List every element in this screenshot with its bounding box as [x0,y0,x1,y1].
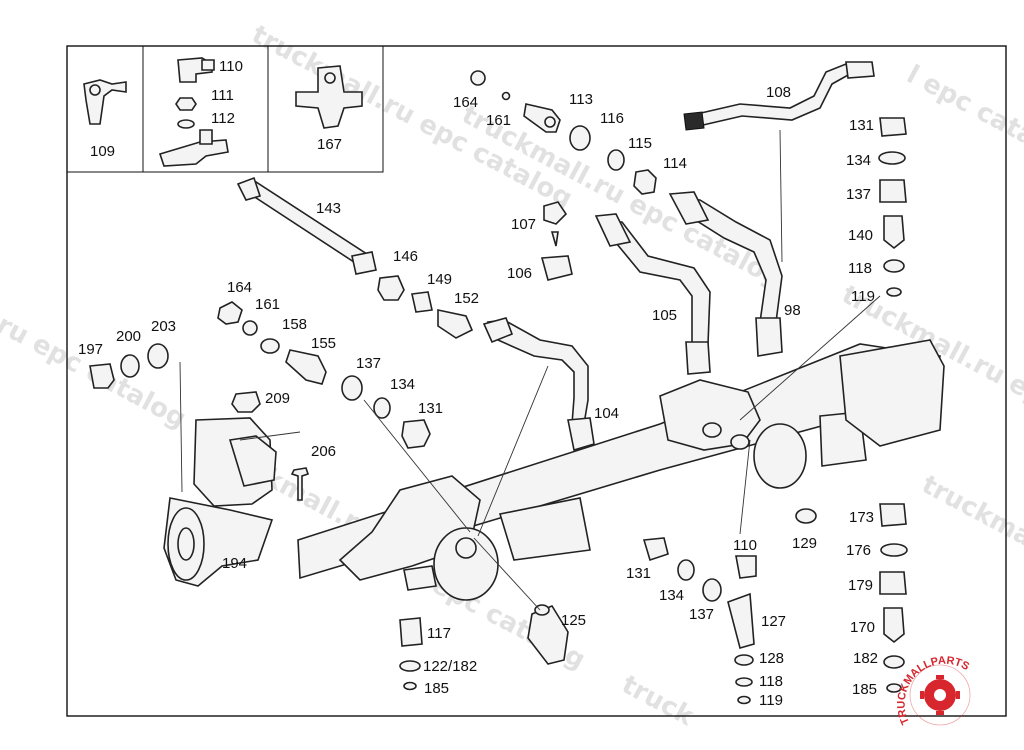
watermark-text: truck [617,670,699,733]
right-parts-top [878,117,907,297]
part-label: 118 [759,673,783,690]
fitting-117-122-185 [399,617,423,691]
hose-98 [668,191,783,357]
part-label: 129 [792,535,817,552]
part-label: 176 [846,542,871,559]
fitting-bottom-right [642,508,817,705]
fitting-115 [607,149,625,171]
part-label: 109 [90,143,115,160]
part-label: 106 [507,265,532,282]
fitting-137-134-131 [341,375,431,449]
part-label: 113 [569,91,593,108]
part-label: 110 [733,537,757,554]
fitting-114 [633,169,657,195]
diagram-frame [66,45,1007,717]
part-label: 117 [427,625,451,642]
part-label: 173 [849,509,874,526]
part-label: 111 [211,87,234,104]
part-label: 131 [626,565,651,582]
inset-part-167 [295,65,363,129]
hose-104 [482,317,595,452]
part-label: 127 [761,613,786,630]
part-label: 114 [663,155,687,172]
part-label: 119 [759,692,783,709]
part-label: 152 [454,290,479,307]
part-label: 131 [849,117,874,134]
part-label: 164 [227,279,252,296]
part-label: 112 [211,110,235,127]
part-label: 137 [846,186,871,203]
hose-108 [683,61,875,131]
fitting-146-149-152 [377,275,474,339]
part-label: 134 [846,152,871,169]
part-label: 161 [255,296,280,313]
part-label: 128 [759,650,784,667]
part-label: 110 [219,58,243,75]
part-label: 134 [390,376,415,393]
part-label: 131 [418,400,443,417]
part-label: 122/182 [423,658,477,675]
inset-part-112 [158,119,229,167]
fitting-125 [527,604,569,665]
part-label: 167 [317,136,342,153]
part-label: 146 [393,248,418,265]
part-label: 149 [427,271,452,288]
part-label: 104 [594,405,619,422]
bolt-209-206 [231,391,310,501]
part-label: 194 [222,555,247,572]
part-label: 185 [424,680,449,697]
fitting-113 [523,103,561,133]
part-label: 134 [659,587,684,604]
part-label: 209 [265,390,290,407]
fitting-164-161-158-155 [217,301,327,385]
part-label: 137 [689,606,714,623]
part-label: 137 [356,355,381,372]
part-label: 108 [766,84,791,101]
part-label: 155 [311,335,336,352]
part-label: 200 [116,328,141,345]
part-labels: 109 110 111 112 167 164 161 113 116 115 … [78,58,878,709]
vehicle-chassis [297,339,945,601]
part-label: 98 [784,302,801,319]
part-label: 197 [78,341,103,358]
part-label: 206 [311,443,336,460]
part-label: 170 [850,619,875,636]
leader-lines [179,129,881,611]
fitting-164-161-top [470,70,511,101]
hose-105 [594,213,711,375]
part-label: 125 [561,612,586,629]
inset-part-110 [177,57,215,83]
part-label: 119 [851,288,875,305]
inset-part-111 [175,97,197,111]
part-label: 161 [486,112,511,129]
part-label: 105 [652,307,677,324]
right-parts-bottom [879,503,908,693]
watermark-text: truckmall [917,470,1024,562]
inset-part-109 [83,79,127,125]
part-label: 107 [511,216,536,233]
part-label: 182 [853,650,878,667]
fitting-197-200-203 [89,343,169,389]
part-label: 143 [316,200,341,217]
part-label: 140 [848,227,873,244]
part-label: 118 [848,260,872,277]
part-label: 164 [453,94,478,111]
part-label: 179 [848,577,873,594]
part-label: 115 [628,135,652,152]
pipe-143 [236,176,377,275]
part-label: 203 [151,318,176,335]
gear-icon [920,675,960,715]
part-label: 158 [282,316,307,333]
fitting-116 [569,125,591,151]
horn-194 [163,417,277,587]
part-label: 185 [852,681,877,698]
part-label: 116 [600,110,624,127]
clip-107-106 [540,201,573,281]
